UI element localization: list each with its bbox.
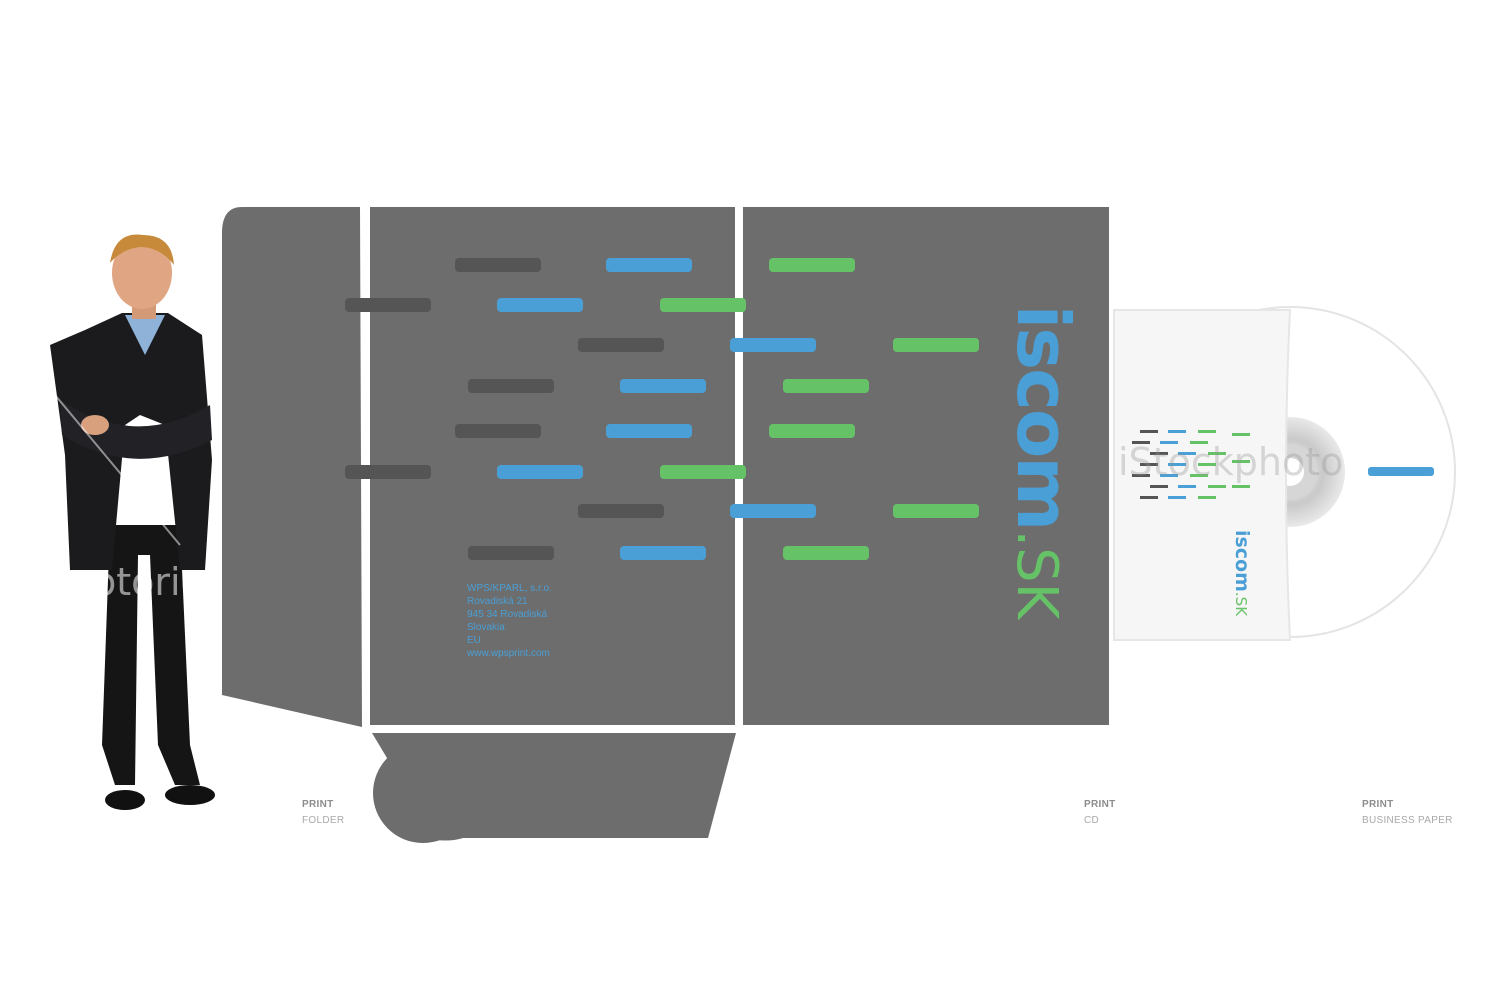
stock-watermark: otoriq — [93, 560, 205, 604]
dash — [660, 298, 746, 312]
businessman-figure — [50, 234, 215, 810]
dash — [578, 504, 664, 518]
dash — [578, 338, 664, 352]
address-line: www.wpsprint.com — [467, 648, 550, 659]
folder-bottom-flap — [372, 733, 736, 843]
logo-main: iscom — [1001, 304, 1085, 530]
dash — [893, 504, 979, 518]
caption-subtitle: CD — [1084, 815, 1100, 826]
dash — [455, 424, 541, 438]
dash — [468, 379, 554, 393]
logo-suffix: .SK — [1004, 529, 1069, 620]
dash — [769, 424, 855, 438]
cd-mockup — [1113, 306, 1456, 641]
dash — [769, 258, 855, 272]
caption-title: PRINT — [1362, 799, 1394, 810]
caption-cd: PRINT CD — [1084, 797, 1116, 829]
dash — [620, 546, 706, 560]
logo-suffix: .SK — [1232, 591, 1250, 617]
caption-subtitle: FOLDER — [302, 815, 345, 826]
dash — [345, 298, 431, 312]
caption-subtitle: BUSINESS PAPER — [1362, 815, 1453, 826]
dash — [660, 465, 746, 479]
address-line: EU — [467, 635, 481, 646]
dash — [345, 465, 431, 479]
dash — [730, 504, 816, 518]
folder-address: WPS/KPARL, s.r.o. Rovadiská 21 945 34 Ro… — [467, 582, 667, 660]
address-line: WPS/KPARL, s.r.o. — [467, 583, 552, 594]
folder-left-flap — [222, 207, 362, 727]
dash — [620, 379, 706, 393]
dash — [455, 258, 541, 272]
dash — [783, 379, 869, 393]
caption-title: PRINT — [1084, 799, 1116, 810]
dash — [497, 298, 583, 312]
dash — [468, 546, 554, 560]
folder-logo: iscom.SK — [1001, 305, 1085, 620]
caption-business-paper: PRINT BUSINESS PAPER — [1362, 797, 1453, 829]
cd-logo: iscom.SK — [1231, 530, 1253, 616]
caption-title: PRINT — [302, 799, 334, 810]
dash — [606, 424, 692, 438]
dash — [730, 338, 816, 352]
logo-main: iscom — [1231, 529, 1253, 592]
dash — [893, 338, 979, 352]
dash — [497, 465, 583, 479]
address-line: Rovadiská 21 — [467, 596, 528, 607]
dash — [606, 258, 692, 272]
folder-back-panel — [743, 207, 1109, 725]
address-line: Slovakia — [467, 622, 505, 633]
dash — [783, 546, 869, 560]
address-line: 945 34 Rovadiská — [467, 609, 548, 620]
caption-folder: PRINT FOLDER — [302, 797, 344, 829]
cd-watermark: iStockphoto — [1118, 440, 1344, 484]
